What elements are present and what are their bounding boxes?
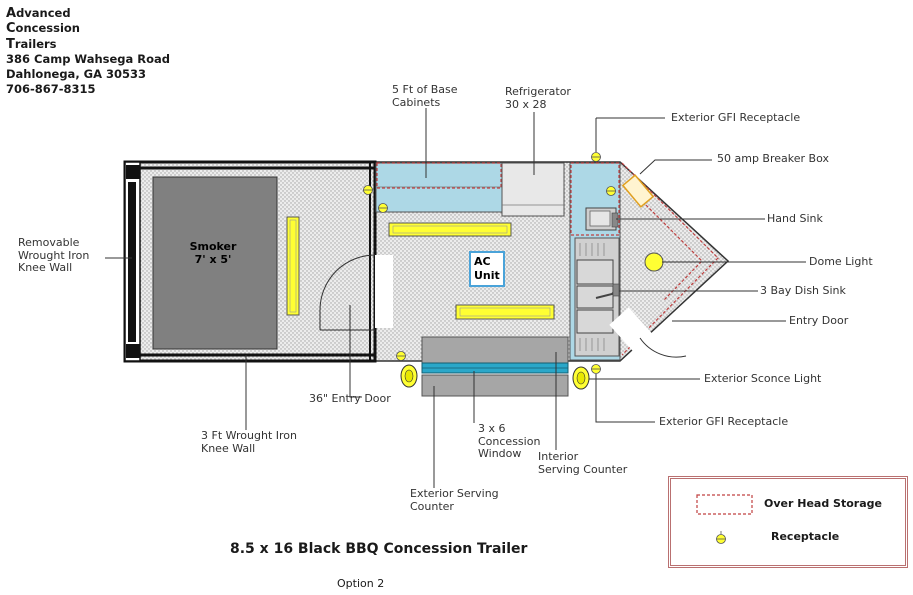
base-cabinets <box>375 162 503 213</box>
smoker-label: Smoker <box>190 240 237 253</box>
label-dish-sink: 3 Bay Dish Sink <box>760 284 846 297</box>
company-info: Advanced Concession Trailers 386 Camp Wa… <box>6 6 170 98</box>
company-address: 386 Camp Wahsega Road <box>6 51 171 66</box>
entry-door-right <box>609 307 687 361</box>
yellow-light-fixtures <box>286 216 555 320</box>
legend-receptacle: Receptacle <box>771 530 840 543</box>
diagram-subtitle: Option 2 <box>337 577 385 590</box>
smoker-size-label: 7' x 5' <box>195 253 232 266</box>
legend: Over Head Storage Receptacle <box>668 476 908 568</box>
breaker-box <box>621 174 655 208</box>
company-name-line-2: Concession <box>6 21 80 37</box>
label-entry-door-right: Entry Door <box>789 314 849 327</box>
overhead-storage-nose <box>621 162 719 356</box>
company-name-line-1: Advanced <box>6 6 71 21</box>
ac-unit: AC Unit <box>469 251 505 287</box>
diagram-title: 8.5 x 16 Black BBQ Concession Trailer <box>230 541 528 557</box>
label-exterior-gfi-top: Exterior GFI Receptacle <box>671 111 801 124</box>
label-36-entry-door: 36" Entry Door <box>309 392 391 405</box>
refrigerator <box>501 162 565 217</box>
label-hand-sink: Hand Sink <box>767 212 823 225</box>
concession-window <box>421 362 569 374</box>
entry-door-36 <box>319 254 393 331</box>
dish-sink <box>576 259 620 334</box>
exterior-serving-counter <box>421 374 569 397</box>
porch-knee-wall <box>123 160 377 363</box>
sconce-light-icons <box>400 364 590 390</box>
legend-symbols <box>696 494 753 544</box>
company-name-line-3: Trailers <box>6 36 57 52</box>
label-breaker-box: 50 amp Breaker Box <box>717 152 829 165</box>
company-phone: 706-867-8315 <box>6 82 96 97</box>
leader-lines <box>105 108 806 488</box>
dome-light <box>644 252 664 272</box>
receptacle-icons <box>363 152 616 374</box>
label-exterior-gfi-bottom: Exterior GFI Receptacle <box>659 415 789 428</box>
label-dome-light: Dome Light <box>809 255 873 268</box>
overhead-storage-swatch <box>696 494 753 515</box>
ac-label: AC <box>474 255 491 268</box>
hand-sink <box>585 207 619 231</box>
label-sconce-light: Exterior Sconce Light <box>704 372 822 385</box>
ac-unit-label: Unit <box>474 269 500 282</box>
smoker: Smoker 7' x 5' <box>152 176 278 350</box>
legend-overhead-storage: Over Head Storage <box>764 497 882 510</box>
company-city: Dahlonega, GA 30533 <box>6 67 147 82</box>
interior-serving-counter <box>421 336 569 364</box>
